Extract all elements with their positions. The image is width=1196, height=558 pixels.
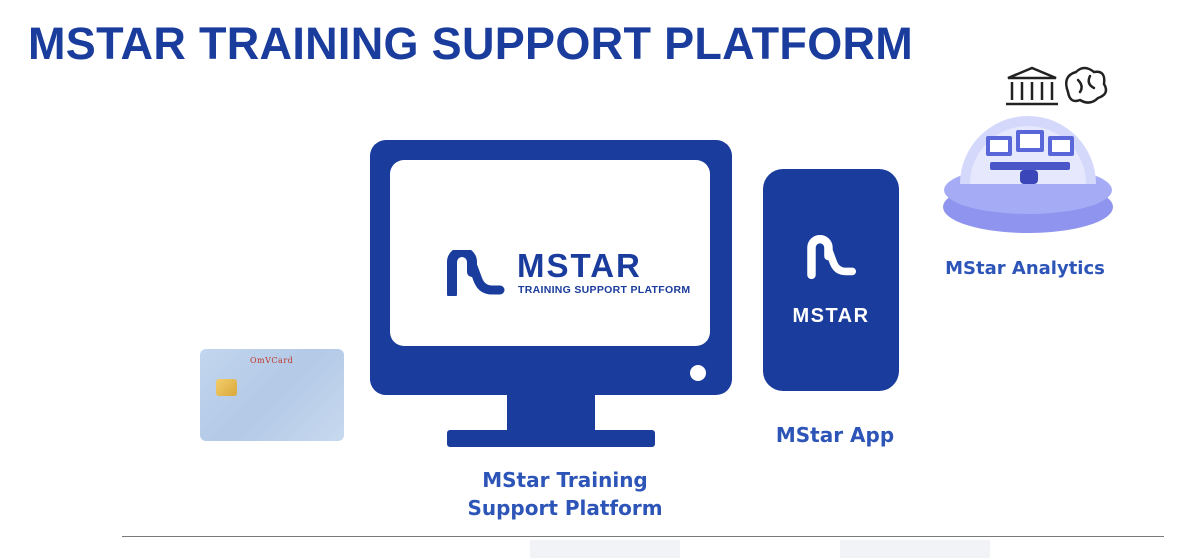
- smart-card-image: OmVCard: [200, 349, 344, 441]
- desktop-monitor-illustration: MSTAR TRAINING SUPPORT PLATFORM: [370, 140, 732, 450]
- monitor-logo-subtitle: TRAINING SUPPORT PLATFORM: [518, 284, 691, 296]
- analytics-dome-illustration: [943, 66, 1113, 233]
- control-room-icon: [986, 130, 1074, 184]
- footer-shade: [530, 540, 680, 558]
- mstar-logo-icon: [807, 235, 857, 279]
- platform-caption-line2: Support Platform: [467, 496, 663, 520]
- footer-shade: [840, 540, 990, 558]
- app-caption: MStar App: [775, 423, 895, 447]
- monitor-screen: MSTAR TRAINING SUPPORT PLATFORM: [390, 160, 710, 346]
- card-brand-label: OmVCard: [250, 356, 294, 365]
- phone-logo-word: MSTAR: [792, 305, 870, 327]
- platform-caption-line1: MStar Training: [482, 468, 648, 492]
- brain-icon: [1065, 66, 1108, 104]
- mobile-phone-illustration: MSTAR: [763, 169, 899, 391]
- monitor-logo-word: MSTAR: [517, 247, 642, 284]
- platform-caption: MStar Training Support Platform: [430, 466, 700, 522]
- monitor-neck: [507, 395, 595, 435]
- monitor-frame: MSTAR TRAINING SUPPORT PLATFORM: [370, 140, 732, 395]
- bank-icon: [1006, 66, 1058, 106]
- bottom-divider: [122, 536, 1164, 537]
- analytics-caption: MStar Analytics: [945, 258, 1105, 279]
- page-title: MSTAR TRAINING SUPPORT PLATFORM: [28, 18, 914, 69]
- mstar-logo-icon: [447, 250, 505, 296]
- power-indicator: [690, 365, 706, 381]
- card-chip-icon: [216, 379, 237, 396]
- monitor-base: [447, 430, 655, 447]
